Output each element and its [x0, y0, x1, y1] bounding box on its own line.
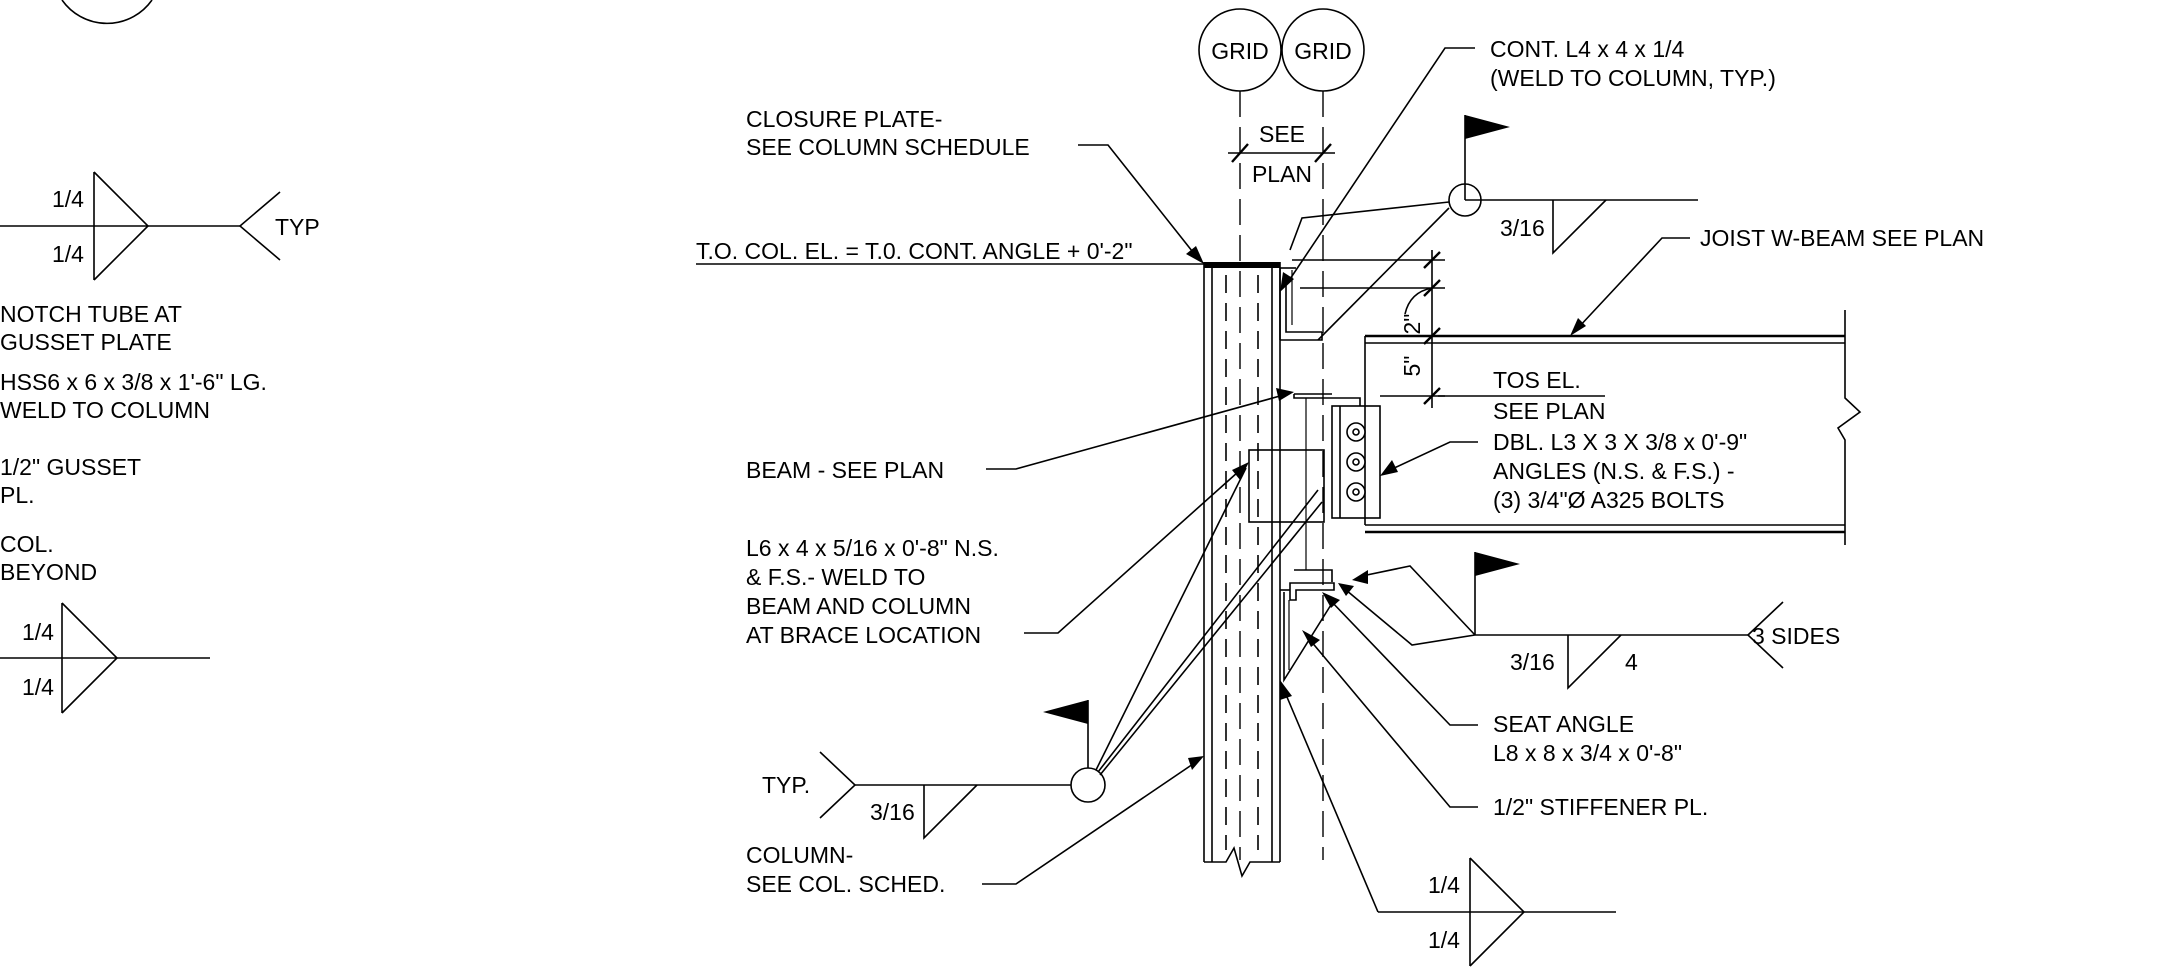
- bolt-1: [1346, 422, 1366, 442]
- vertical-dimensions: 2" 5": [1292, 250, 1445, 408]
- weld-top-right-size: 3/16: [1500, 215, 1545, 241]
- double-angles-callout: DBL. L3 X 3 X 3/8 x 0'-9" ANGLES (N.S. &…: [1380, 429, 1747, 513]
- weld-all-around-circle: [1070, 767, 1106, 803]
- bolt-2: [1346, 452, 1366, 472]
- brace-angle-label-line4: AT BRACE LOCATION: [746, 622, 981, 648]
- weld-symbol-bottom: 1/4 1/4: [1280, 680, 1616, 967]
- weld-seat-tail-note: 3 SIDES: [1752, 623, 1840, 649]
- joist-beam-label: JOIST W-BEAM SEE PLAN: [1700, 225, 1984, 251]
- tos-label-line2: SEE PLAN: [1493, 398, 1606, 424]
- brace-angle-label-line1: L6 x 4 x 5/16 x 0'-8" N.S.: [746, 535, 999, 561]
- closure-plate: [1204, 262, 1280, 268]
- left-note-gusset-line2: PL.: [0, 482, 35, 508]
- left-weld-top-upper-size: 1/4: [52, 186, 84, 212]
- closure-plate-label-line2: SEE COLUMN SCHEDULE: [746, 134, 1030, 160]
- grid-dimension: SEE PLAN: [1228, 121, 1335, 187]
- left-note-hss-line2: WELD TO COLUMN: [0, 397, 210, 423]
- top-of-column-elevation: T.O. COL. EL. = T.0. CONT. ANGLE + 0'-2": [696, 238, 1204, 265]
- w-beam: [1293, 310, 1862, 582]
- grid-bubble-left-label: GRID: [1211, 38, 1269, 64]
- weld-symbol-seat: 3/16 4 3 SIDES: [1338, 552, 1840, 690]
- weld-seat-size: 3/16: [1510, 649, 1555, 675]
- weld-bottom-upper-size: 1/4: [1428, 872, 1460, 898]
- weld-symbol-top-right: 3/16: [1289, 115, 1698, 341]
- brace-angle-callout: L6 x 4 x 5/16 x 0'-8" N.S. & F.S.- WELD …: [746, 462, 1249, 648]
- dbl-angles-label-line2: ANGLES (N.S. & F.S.) -: [1493, 458, 1735, 484]
- cont-angle-label-line2: (WELD TO COLUMN, TYP.): [1490, 65, 1776, 91]
- left-note-notch-line1: NOTCH TUBE AT: [0, 301, 182, 327]
- continuous-angle-callout: CONT. L4 x 4 x 1/4 (WELD TO COLUMN, TYP.…: [1280, 36, 1776, 292]
- left-weld-symbol-top: 1/4 1/4 TYP: [0, 171, 320, 281]
- stiffener-label: 1/2" STIFFENER PL.: [1493, 794, 1708, 820]
- dbl-angles-label-line1: DBL. L3 X 3 X 3/8 x 0'-9": [1493, 429, 1747, 455]
- top-of-column-label: T.O. COL. EL. = T.0. CONT. ANGLE + 0'-2": [696, 238, 1133, 264]
- weld-seat-length: 4: [1625, 649, 1638, 675]
- stiffener-callout: 1/2" STIFFENER PL.: [1302, 630, 1708, 820]
- joist-beam-callout: JOIST W-BEAM SEE PLAN: [1570, 225, 1984, 336]
- field-weld-flag: [1465, 115, 1510, 139]
- left-weld-top-lower-size: 1/4: [52, 241, 84, 267]
- column: [1203, 262, 1281, 879]
- weld-left-typ-size: 3/16: [870, 799, 915, 825]
- left-weld-top-tail-note: TYP: [275, 214, 320, 240]
- column-callout: COLUMN- SEE COL. SCHED.: [746, 756, 1204, 897]
- left-note-gusset-line1: 1/2" GUSSET: [0, 454, 141, 480]
- left-note-notch-line2: GUSSET PLATE: [0, 329, 172, 355]
- closure-plate-callout: CLOSURE PLATE- SEE COLUMN SCHEDULE: [746, 106, 1204, 264]
- closure-plate-label-line1: CLOSURE PLATE-: [746, 106, 942, 132]
- beam-break-line: [1836, 310, 1862, 545]
- brace-angle: [1248, 449, 1325, 523]
- field-weld-flag: [1475, 552, 1520, 576]
- tos-elevation: TOS EL. SEE PLAN: [1438, 367, 1606, 424]
- seat-angle-callout: SEAT ANGLE L8 x 8 x 3/4 x 0'-8": [1322, 592, 1682, 766]
- seat-angle-label-line1: SEAT ANGLE: [1493, 711, 1634, 737]
- left-note-col-line1: COL.: [0, 531, 54, 557]
- detail-bubble-arc: [61, 0, 153, 25]
- weld-left-typ-tail-note: TYP.: [762, 772, 810, 798]
- dbl-angles-label-line3: (3) 3/4"Ø A325 BOLTS: [1493, 487, 1724, 513]
- weld-bottom-lower-size: 1/4: [1428, 927, 1460, 953]
- left-note-col-line2: BEYOND: [0, 559, 97, 585]
- left-weld-symbol-bottom: 1/4 1/4: [0, 602, 210, 714]
- grid-dimension-bottom: PLAN: [1252, 161, 1312, 187]
- grid-bubbles: GRID GRID SEE PLAN: [1198, 8, 1365, 860]
- beam-callout: BEAM - SEE PLAN: [746, 388, 1294, 483]
- brace-angle-label-line2: & F.S.- WELD TO: [746, 564, 925, 590]
- dimension-beam-drop: 5": [1399, 356, 1425, 377]
- beam-label: BEAM - SEE PLAN: [746, 457, 944, 483]
- dimension-top-gap: 2": [1399, 314, 1425, 335]
- cont-angle-label-line1: CONT. L4 x 4 x 1/4: [1490, 36, 1685, 62]
- grid-dimension-top: SEE: [1259, 121, 1305, 147]
- column-label-line2: SEE COL. SCHED.: [746, 871, 945, 897]
- bolt-3: [1346, 482, 1366, 502]
- field-weld-flag: [1043, 700, 1088, 724]
- grid-bubble-right-label: GRID: [1294, 38, 1352, 64]
- tos-label-line1: TOS EL.: [1493, 367, 1581, 393]
- seat-angle-label-line2: L8 x 8 x 3/4 x 0'-8": [1493, 740, 1682, 766]
- weld-symbol-left-typ: 3/16 TYP.: [762, 467, 1323, 840]
- left-note-hss-line1: HSS6 x 6 x 3/8 x 1'-6" LG.: [0, 369, 267, 395]
- column-label-line1: COLUMN-: [746, 842, 853, 868]
- left-partial-detail: 1/4 1/4 TYP NOTCH TUBE AT GUSSET PLATE H…: [0, 0, 320, 714]
- left-weld-bottom-upper-size: 1/4: [22, 619, 54, 645]
- column-break-line: [1204, 845, 1280, 879]
- left-weld-bottom-lower-size: 1/4: [22, 674, 54, 700]
- seat-angle: [1280, 582, 1335, 683]
- continuous-angle: [1279, 267, 1323, 341]
- double-angle-clip: [1331, 405, 1381, 519]
- stiffener-plate: [1283, 592, 1335, 683]
- brace-angle-label-line3: BEAM AND COLUMN: [746, 593, 971, 619]
